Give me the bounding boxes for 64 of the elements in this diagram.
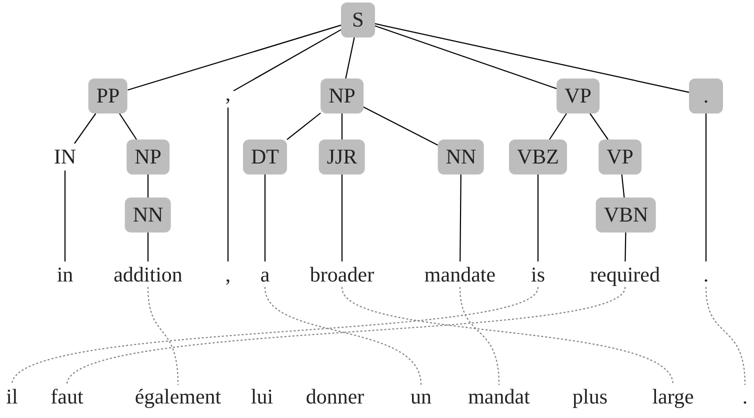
word-label: plus [572,386,608,408]
alignment-line [264,286,422,386]
tree-branch [128,24,342,91]
word-label: a [260,264,270,286]
tree-branch [460,174,462,262]
category-label: S [341,2,375,38]
category-label: NP [320,78,364,114]
word-label: in [56,264,74,286]
word-label: . [742,386,748,408]
tree-branch [621,174,625,198]
tree-branch [264,174,266,262]
tree-branch [74,113,96,144]
category-label: . [689,78,723,114]
tree-branch [590,113,608,140]
word-label: mandate [424,264,496,286]
word-label: lui [250,386,274,408]
category-label: VBZ [509,140,567,174]
tree-branch [374,25,557,90]
tree-branch [537,174,539,262]
word-label: is [531,264,545,286]
word-label: , [225,84,231,104]
alignment-line [66,286,626,386]
category-label: PP [88,78,128,114]
word-label: . [703,264,709,286]
word-label: un [410,386,432,408]
category-label: VP [556,78,600,114]
word-label: required [590,264,660,286]
category-label: VP [598,140,642,174]
alignment-line [341,286,674,386]
alignment-line [705,286,746,386]
category-label: NN [124,198,172,232]
alignment-line [11,286,539,386]
word-label: addition [114,264,182,286]
tree-branch [363,106,438,146]
tree-branch [286,112,321,140]
tree-branch [549,113,567,140]
category-label: NP [126,140,170,174]
tree-branch [147,232,149,262]
tree-branch [147,174,149,198]
tree-branch [341,114,343,140]
word-label: IN [54,146,76,168]
word-label: mandat [468,386,530,408]
word-label: il [6,386,18,408]
word-label: donner [306,386,364,408]
tree-branch [227,108,229,262]
word-label: broader [310,264,374,286]
word-label: faut [50,386,84,408]
category-label: JJR [318,140,366,174]
alignment-line [147,286,179,386]
word-label: large [652,386,694,408]
tree-branch [374,23,690,93]
category-label: NN [438,140,484,174]
alignment-line [459,286,500,386]
category-label: VBN [596,198,656,232]
word-label: , [225,264,231,286]
tree-branch [119,113,137,140]
category-label: DT [243,140,287,174]
tree-branch [705,114,707,262]
tree-branch [341,174,343,262]
word-label: également [134,386,222,408]
tree-branch [345,37,355,79]
tree-branch [64,170,66,262]
tree-branch [233,29,342,92]
tree-branch [624,232,626,262]
